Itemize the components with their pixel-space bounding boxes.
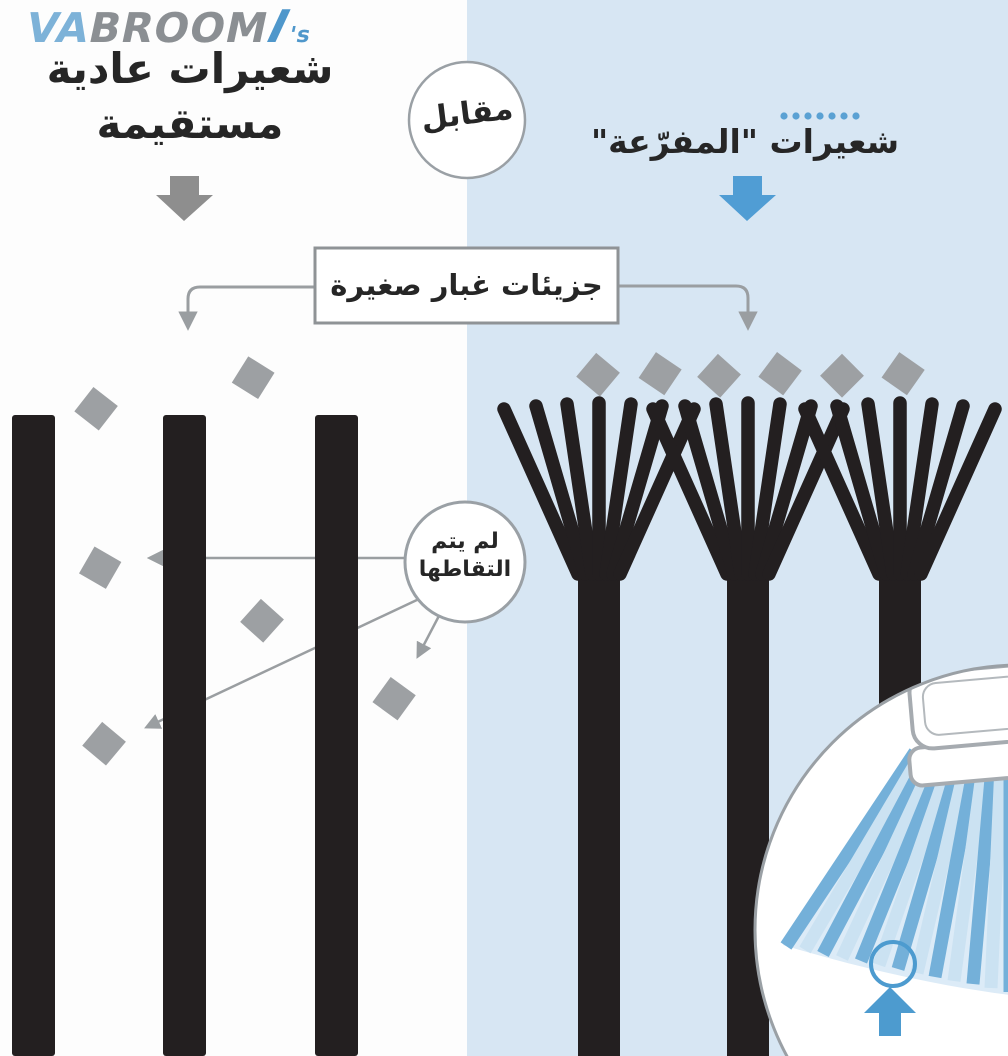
right-subtitle: شعيرات "المفرّعة" (590, 122, 900, 161)
straight-bristle (12, 415, 55, 1056)
left-down-arrow-icon (156, 176, 213, 221)
dust-particle (881, 352, 925, 396)
dust-label: جزيئات غبار صغيرة (330, 268, 603, 302)
logo-part-broo: BROO (84, 4, 232, 52)
dust-particle (638, 352, 682, 396)
dust-particle (758, 351, 802, 396)
dust-particle (79, 546, 122, 589)
straight-bristle (163, 415, 206, 1056)
dust-particle (372, 677, 416, 721)
left-title: شعيرات عادية مستقيمة (15, 42, 365, 151)
not-captured-line2: التقاطها (418, 556, 512, 582)
straight-bristles-group (12, 415, 358, 1056)
split-bristles-group (497, 396, 1002, 1056)
inset-up-arrow-icon (864, 987, 916, 1036)
left-panel-background (0, 0, 467, 1056)
dust-particle (240, 598, 284, 643)
pointer-line-down (416, 611, 443, 659)
logo-part-va: VA (21, 4, 95, 52)
not-captured-label: لم يتم التقاطها (400, 528, 530, 583)
inset-circle-border (753, 663, 1008, 1056)
not-captured-line1: لم يتم (431, 529, 499, 554)
dust-particle (74, 386, 118, 431)
dust-particle (820, 353, 864, 398)
straight-bristle (315, 415, 358, 1056)
dust-label-callout (178, 246, 758, 331)
not-captured-circle (403, 500, 527, 624)
split-bristle (497, 396, 701, 1056)
dust-connector-left (178, 285, 315, 331)
inset-broom-head (907, 665, 1008, 788)
right-down-arrow-icon (719, 176, 776, 221)
dust-particle (82, 721, 126, 766)
dust-label-box (313, 246, 620, 325)
left-dust-particles (74, 356, 416, 766)
logo-dots-icon (780, 112, 860, 120)
right-dust-particles (576, 351, 925, 398)
inset-highlight-circle (869, 940, 917, 988)
broom-inset (753, 663, 1008, 1056)
dust-connector-right (618, 284, 758, 331)
dust-particle (231, 356, 275, 400)
dust-particle (576, 352, 620, 397)
left-title-line1: شعيرات عادية (46, 44, 334, 93)
dust-particle (697, 353, 741, 398)
left-title-line2: مستقيمة (96, 98, 284, 148)
versus-circle (407, 60, 527, 180)
logo-part-suffix: 's (286, 23, 314, 48)
